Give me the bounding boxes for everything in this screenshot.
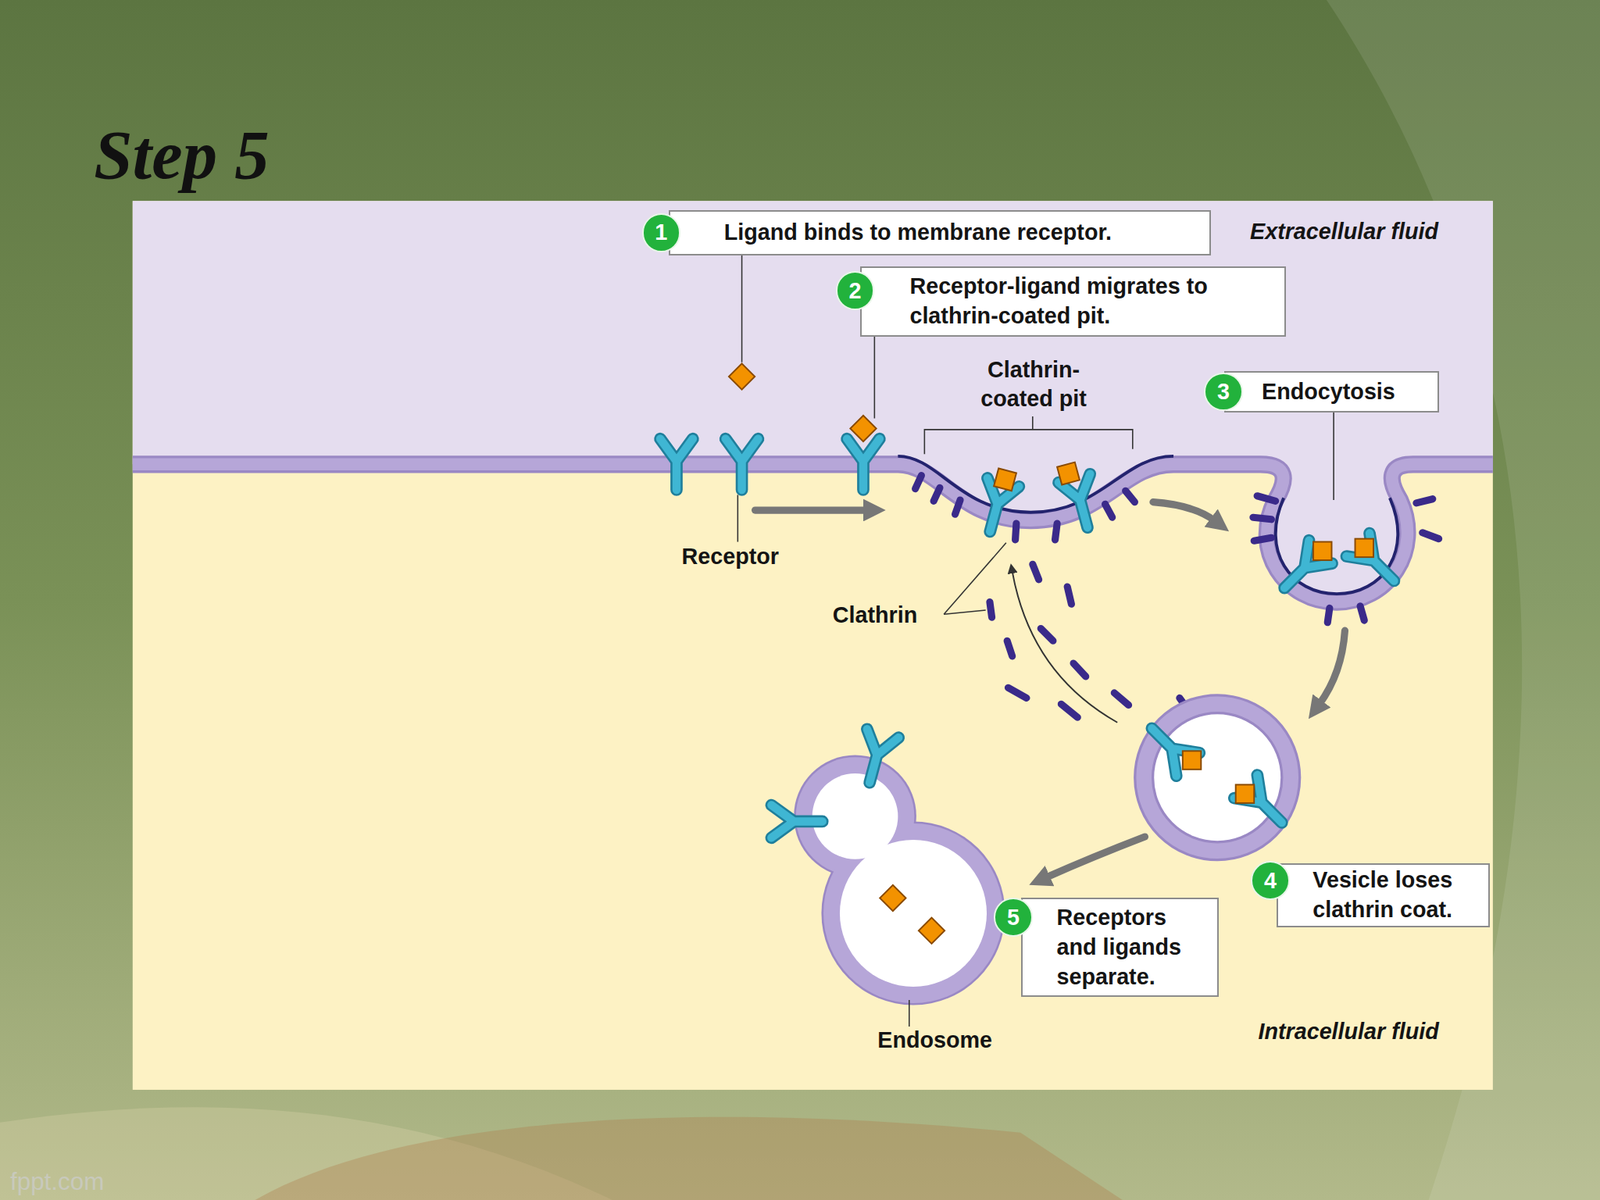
clathrin-piece [915, 475, 922, 490]
ligand [993, 467, 1017, 491]
callout-box: Receptor-ligand migrates to clathrin-coa… [860, 266, 1286, 337]
clathrin-piece [1007, 640, 1013, 657]
callout-box: Receptors and ligands separate. [1021, 897, 1218, 997]
callout-number: 5 [993, 897, 1033, 937]
callout-text: Receptor-ligand migrates to clathrin-coa… [909, 271, 1254, 332]
ligand [1182, 750, 1202, 770]
ligand [1355, 539, 1375, 558]
leader-line [908, 1000, 911, 1027]
leader-line [1332, 412, 1335, 500]
clathrin-piece [1105, 503, 1113, 518]
clathrin-piece [1422, 532, 1440, 540]
receptor [1272, 540, 1333, 600]
clathrin-piece [1257, 496, 1276, 502]
clathrin-piece [1253, 537, 1272, 541]
part-label: Clathrin- coated pit [962, 355, 1106, 415]
callout-text: Receptors and ligands separate. [1057, 903, 1195, 993]
vesicle-membrane [1143, 703, 1291, 851]
watermark: fppt.com [10, 1166, 164, 1199]
clathrin-piece [1055, 523, 1058, 540]
process-arrow [1046, 836, 1146, 878]
clathrin-group [915, 475, 1440, 718]
ligand [879, 885, 906, 911]
clathrin-piece [933, 487, 940, 501]
callout-number: 1 [642, 213, 682, 253]
membrane-outline [132, 464, 1493, 602]
clathrin-piece [1114, 692, 1129, 706]
receptor [771, 805, 822, 839]
clathrin-piece [955, 500, 961, 515]
clathrin-piece [1416, 499, 1433, 504]
callout-box: Vesicle loses clathrin coat. [1276, 863, 1490, 928]
callout-box: Endocytosis [1224, 371, 1439, 412]
intracellular-region [132, 200, 1493, 1090]
clathrin-piece [1125, 490, 1136, 502]
part-label: Receptor [681, 542, 815, 572]
ligand [1313, 542, 1333, 561]
process-arrows [755, 502, 1346, 879]
receptor [1234, 775, 1294, 835]
endosome-lumen [839, 839, 987, 987]
clathrin-piece [1073, 663, 1086, 677]
callout-number: 4 [1250, 860, 1290, 900]
pit-bracket [924, 416, 1133, 454]
clathrin-piece [1360, 606, 1365, 621]
ligand [728, 363, 755, 390]
callout-text: Ligand binds to membrane receptor. [724, 217, 1112, 248]
cell-membrane [132, 464, 1493, 602]
leader-line [741, 255, 743, 363]
ligand [918, 917, 945, 944]
leader-line [874, 336, 876, 418]
extracellular-region [132, 200, 1493, 602]
clathrin-piece [1060, 703, 1078, 718]
part-label: Endosome [877, 1025, 1031, 1055]
leader-line [943, 610, 986, 615]
leader-line [737, 494, 740, 542]
clathrin-piece [989, 602, 993, 618]
ligand [850, 415, 876, 442]
receptor [853, 728, 899, 787]
clathrin-piece [1032, 564, 1040, 580]
callout-box: Ligand binds to membrane receptor. [668, 210, 1212, 255]
clathrin-piece [1067, 586, 1072, 604]
part-label: Clathrin [832, 600, 956, 630]
receptor [725, 439, 759, 490]
region-label: Intracellular fluid [1257, 1017, 1503, 1047]
clathrin-piece [1253, 517, 1272, 520]
receptor [846, 439, 880, 490]
region-label: Extracellular fluid [1250, 217, 1495, 247]
receptor [660, 439, 693, 490]
clathrin-piece [1007, 687, 1027, 698]
callout-text: Endocytosis [1261, 377, 1396, 408]
clathrin-piece [1040, 628, 1054, 642]
ligand [1235, 784, 1255, 804]
callout-number: 3 [1203, 372, 1243, 412]
callout-number: 2 [835, 271, 875, 311]
process-arrow [755, 506, 868, 514]
clathrin-piece [1327, 607, 1330, 622]
slide-title: Step 5 [93, 120, 270, 190]
ligand [1057, 462, 1080, 486]
leader-line [943, 542, 1007, 615]
callout-text: Vesicle loses clathrin coat. [1312, 865, 1480, 925]
clathrin-coat-line [897, 456, 1174, 513]
process-arrow [1319, 630, 1346, 704]
recycle-arrow [1012, 571, 1118, 722]
receptor [1346, 533, 1406, 593]
background-swirl [255, 1117, 1123, 1200]
process-arrow [1153, 502, 1215, 522]
clathrin-piece [1015, 523, 1017, 540]
vesicle-outline [1143, 703, 1291, 851]
